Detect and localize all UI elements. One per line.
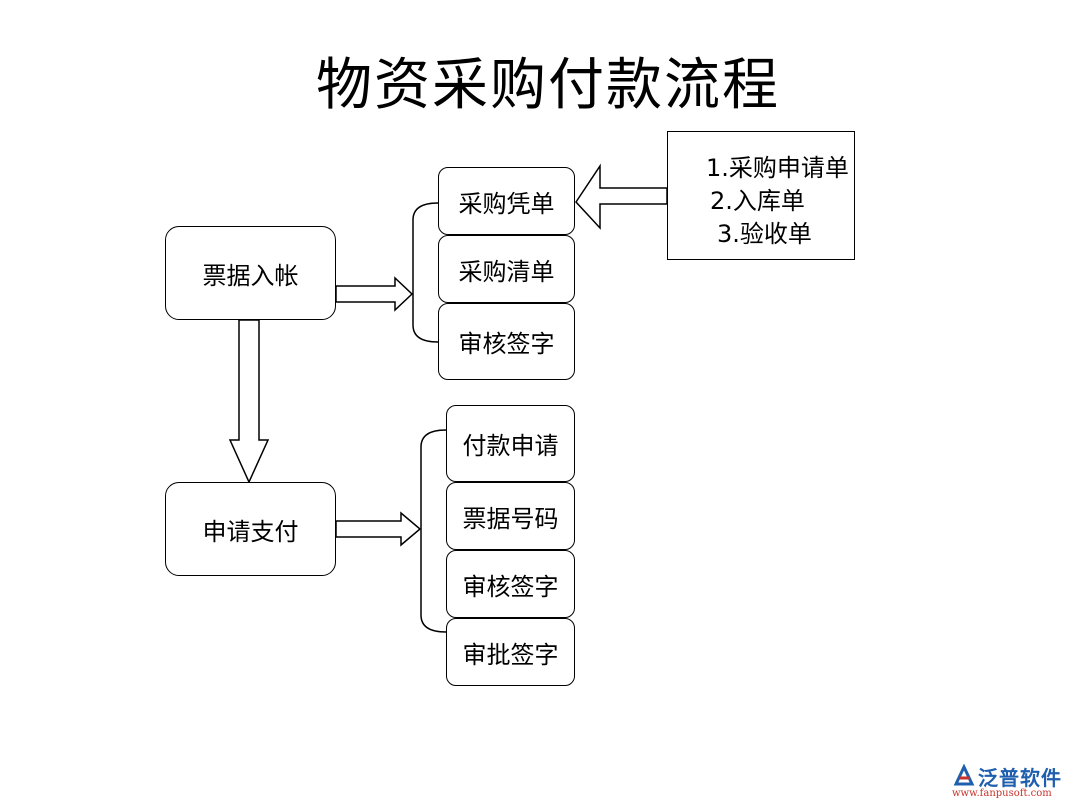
note-line-3: 3.验收单	[717, 220, 812, 248]
node-approval-sign-label: 审批签字	[462, 640, 559, 669]
note-box	[667, 131, 855, 260]
node-review-sign-entry: 审核签字	[438, 303, 575, 380]
brace-entry-group	[412, 202, 439, 343]
arrow-payment-to-group	[335, 511, 422, 547]
node-approval-sign: 审批签字	[446, 618, 575, 686]
node-review-sign-payment: 审核签字	[446, 550, 575, 618]
arrow-note-to-voucher	[575, 163, 668, 230]
note-line-1: 1.采购申请单	[706, 154, 849, 182]
note-line-2: 2.入库单	[710, 187, 805, 215]
brand-logo: 泛普软件 www.fanpusoft.com	[952, 762, 1072, 802]
page-title: 物资采购付款流程	[316, 53, 780, 118]
arrow-entry-to-group	[335, 276, 414, 312]
node-review-sign-payment-label: 审核签字	[462, 572, 559, 601]
node-ticket-entry-label: 票据入帐	[202, 261, 299, 290]
node-purchase-voucher: 采购凭单	[438, 167, 575, 235]
node-ticket-number: 票据号码	[446, 482, 575, 550]
node-purchase-list: 采购清单	[438, 235, 575, 303]
node-apply-payment: 申请支付	[165, 482, 336, 576]
node-apply-payment-label: 申请支付	[202, 517, 299, 546]
node-purchase-voucher-label: 采购凭单	[458, 189, 555, 218]
node-payment-request-label: 付款申请	[462, 432, 559, 460]
node-purchase-list-label: 采购清单	[458, 257, 555, 286]
node-payment-request: 付款申请	[446, 405, 575, 482]
logo-mark-icon	[953, 764, 975, 786]
node-ticket-number-label: 票据号码	[462, 504, 559, 533]
logo-url: www.fanpusoft.com	[952, 788, 1052, 799]
brace-payment-group	[420, 429, 447, 633]
arrow-entry-to-payment	[228, 319, 270, 484]
logo-name: 泛普软件	[978, 766, 1062, 790]
node-review-sign-entry-label: 审核签字	[458, 330, 555, 358]
node-ticket-entry: 票据入帐	[165, 226, 336, 320]
